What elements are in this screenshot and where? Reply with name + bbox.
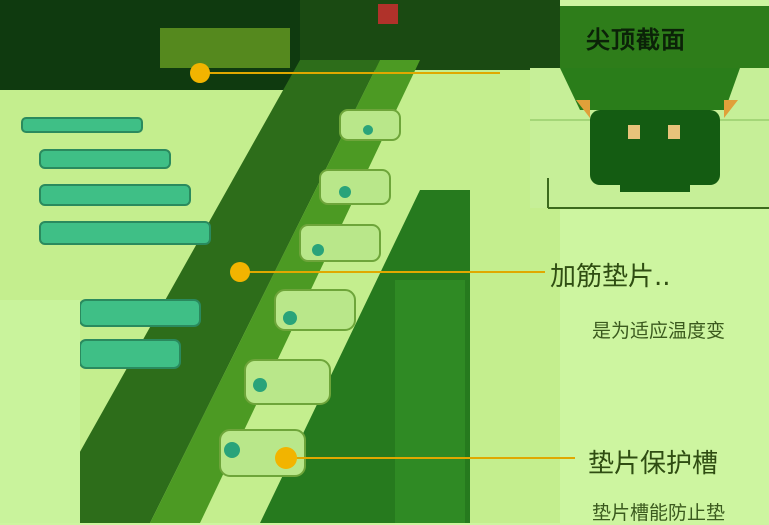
callout-title-rib-gasket: 加筋垫片.. <box>550 262 671 292</box>
marker-dot-icon <box>190 63 210 83</box>
callout-leaders <box>190 63 575 469</box>
section-view-inset <box>530 68 769 209</box>
marker-dot-icon <box>230 262 250 282</box>
section-title: 尖顶截面 <box>586 25 686 54</box>
section-title-badge: 尖顶截面 <box>560 6 769 68</box>
red-marker-icon <box>378 4 398 24</box>
callout-desc-rib-gasket: 是为适应温度变 <box>592 320 726 342</box>
marker-dot-icon <box>275 447 297 469</box>
callout-title-gasket-groove: 垫片保护槽 <box>588 449 719 479</box>
callout-desc-gasket-groove: 垫片槽能防止垫 <box>592 502 726 524</box>
